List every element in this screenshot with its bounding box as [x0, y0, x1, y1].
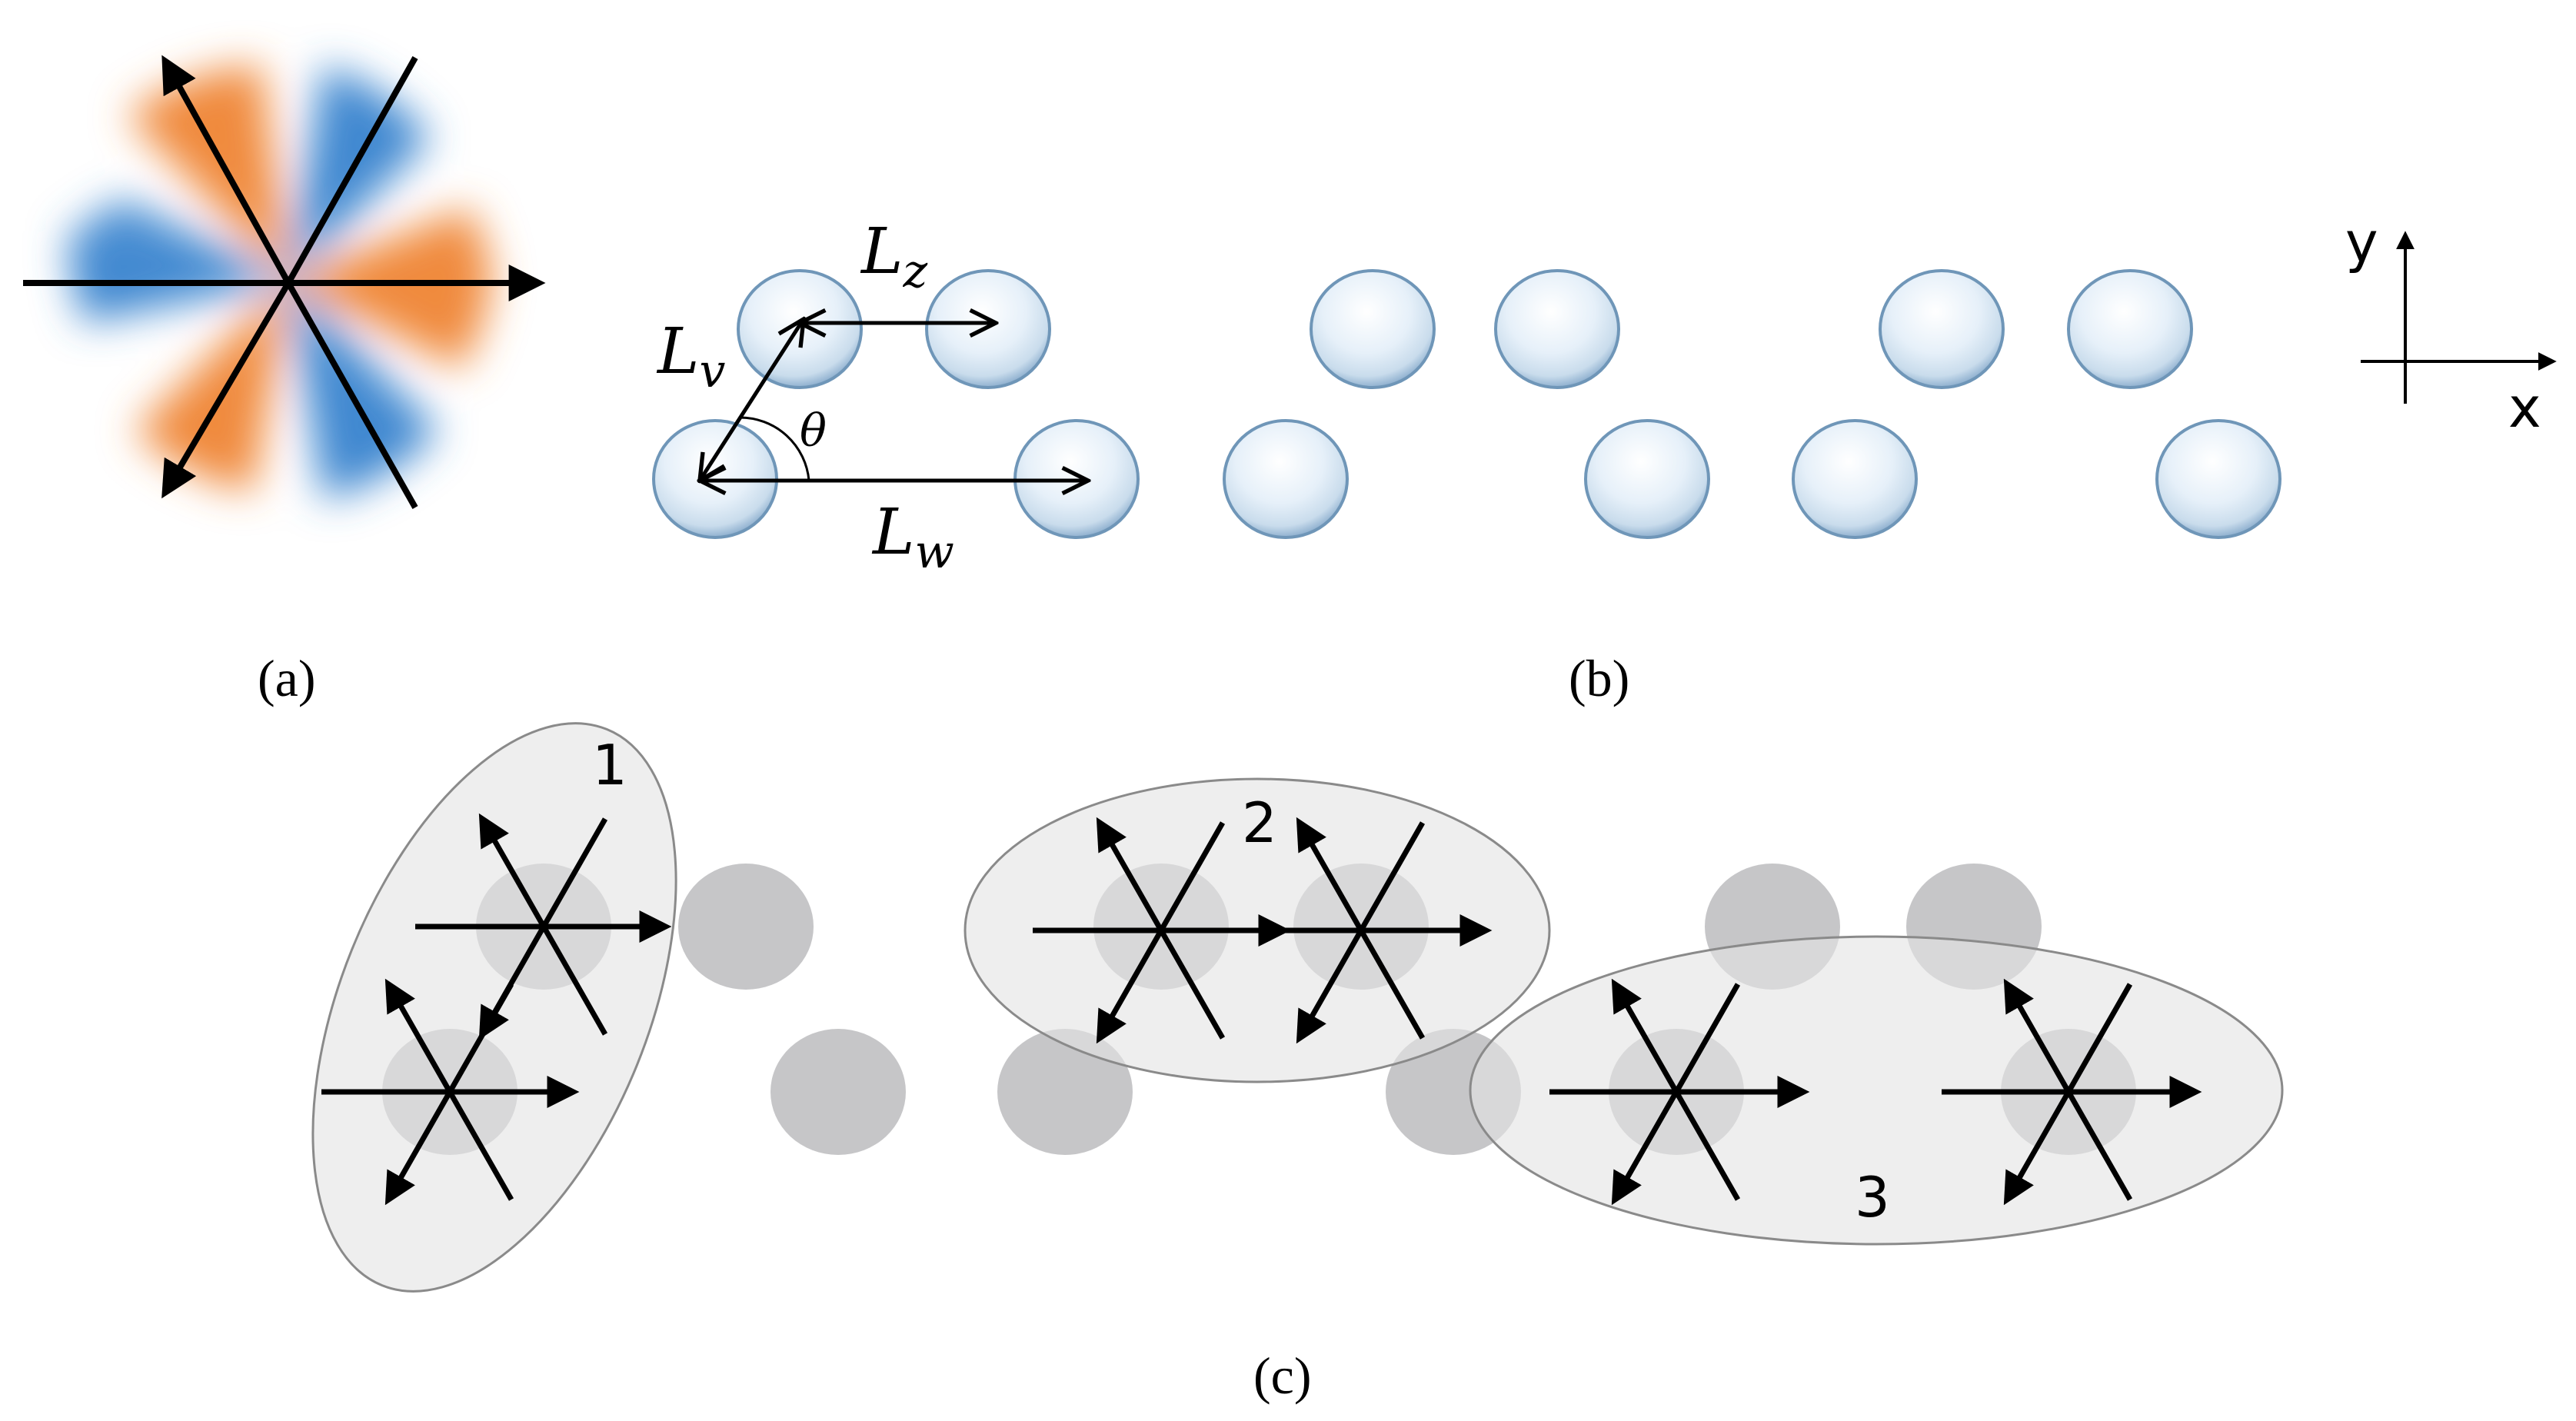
sphere: [737, 269, 863, 389]
sphere: [2155, 419, 2281, 539]
lobe-orange-4: [135, 281, 288, 492]
lobe-blue-4: [288, 281, 438, 500]
group-label-2: 2: [1242, 790, 1277, 855]
star-1a: [415, 813, 672, 1040]
group-ellipses: [311, 722, 2284, 1293]
panel-label-a: (a): [258, 649, 315, 707]
sphere: [1879, 269, 2005, 389]
lobe-blue-1: [288, 65, 431, 281]
label-theta: θ: [800, 404, 827, 457]
disc: [770, 1029, 906, 1155]
lobe-orange-2: [288, 208, 492, 281]
star-2a: [1033, 817, 1291, 1044]
lobe-orange-1: [127, 65, 288, 281]
star-1b: [321, 978, 580, 1206]
group-ellipse-3: [1469, 935, 2284, 1246]
lobe-blue-2: [77, 200, 288, 281]
panel-a: [23, 55, 546, 509]
panel-label-b: (b): [1569, 649, 1629, 707]
lobe-blue-3: [68, 231, 288, 323]
axis-x-label: x: [2508, 375, 2541, 440]
axis-diag-up: [161, 55, 291, 285]
lobe-orange-3: [288, 277, 492, 369]
panel-c: 1 2 3: [311, 722, 2284, 1293]
star-2b: [1234, 817, 1493, 1044]
label-lz: Lz: [860, 215, 927, 298]
star-3b: [1942, 978, 2202, 1206]
line-diag-1: [285, 56, 418, 285]
sphere: [1494, 269, 1620, 389]
coordinate-axes: [2361, 231, 2557, 404]
line-diag-2: [285, 281, 418, 509]
panel-label-c: (c): [1253, 1346, 1311, 1405]
star-vectors: [321, 813, 2202, 1206]
panel-b: Lz Lv Lw θ y x: [652, 210, 2557, 579]
label-lv: Lv: [656, 315, 725, 398]
star-3a: [1549, 978, 1810, 1206]
sphere-row-top: [737, 269, 2193, 389]
axis-y-label: y: [2345, 210, 2378, 275]
axes-a: [23, 55, 546, 509]
sphere: [1310, 269, 1436, 389]
axis-diag-down: [161, 281, 291, 499]
theta-arc: [739, 416, 810, 481]
sphere: [1584, 419, 1710, 539]
sphere: [1792, 419, 1918, 539]
lobe-pattern: [68, 65, 492, 500]
sphere: [925, 269, 1051, 389]
label-lw: Lw: [871, 496, 954, 579]
vector-lv: [700, 319, 804, 481]
group-label-1: 1: [592, 733, 627, 797]
disc: [678, 864, 814, 990]
lattice-vectors: [700, 319, 1088, 481]
group-label-3: 3: [1855, 1165, 1890, 1230]
sphere: [1223, 419, 1349, 539]
sphere: [2067, 269, 2193, 389]
disc: [997, 1029, 1133, 1155]
